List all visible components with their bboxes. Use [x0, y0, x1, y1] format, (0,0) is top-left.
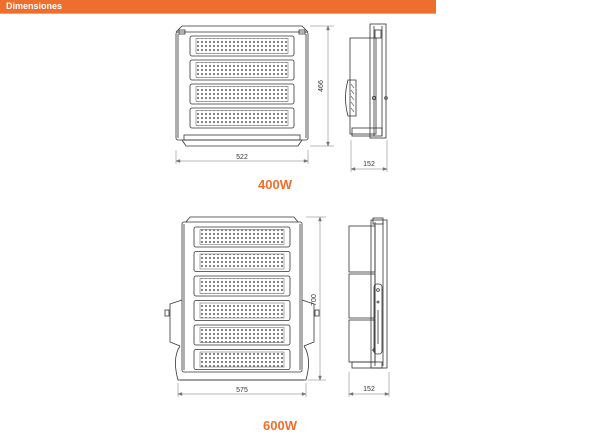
- led-modules-400w: [189, 35, 295, 129]
- caption-400w: 400W: [258, 177, 292, 192]
- height-label-400w: 466: [318, 80, 325, 92]
- led-array: [195, 86, 289, 102]
- depth-label-600w: 152: [363, 386, 375, 393]
- width-dimension-400w: [175, 150, 309, 164]
- led-modules-600w: [193, 226, 291, 370]
- led-array: [199, 351, 285, 368]
- width-label-400w: 522: [236, 154, 248, 161]
- section-header-bar: Dimensiones: [0, 0, 436, 13]
- height-dimension-600w: [306, 216, 326, 381]
- side-view-400w: [345, 23, 388, 139]
- width-label-600w: 575: [236, 387, 248, 394]
- depth-dimension-400w: [350, 140, 388, 172]
- led-array: [199, 327, 285, 343]
- led-module: [189, 59, 295, 81]
- led-module: [189, 35, 295, 57]
- led-module: [193, 324, 291, 346]
- led-array: [195, 110, 289, 126]
- led-module: [193, 349, 291, 370]
- led-array: [199, 253, 285, 270]
- section-title: Dimensiones: [6, 1, 63, 11]
- height-label-600w: 700: [311, 294, 318, 306]
- section-header-rule: [0, 13, 436, 14]
- front-view-600w: [164, 216, 320, 381]
- led-array: [195, 38, 289, 54]
- depth-label-400w: 152: [363, 161, 375, 168]
- led-array: [195, 62, 289, 78]
- width-dimension-600w: [177, 383, 307, 397]
- height-dimension-400w: [310, 25, 334, 147]
- led-module: [193, 226, 291, 248]
- depth-dimension-600w: [348, 372, 390, 397]
- led-module: [193, 251, 291, 272]
- led-module: [193, 275, 291, 297]
- side-view-600w: [348, 217, 388, 369]
- led-module: [189, 83, 295, 105]
- led-module: [189, 107, 295, 129]
- led-array: [199, 278, 285, 294]
- caption-600w: 600W: [263, 418, 297, 433]
- front-view-400w: [175, 25, 309, 147]
- led-array: [199, 302, 285, 319]
- led-module: [193, 300, 291, 321]
- led-array: [199, 229, 285, 245]
